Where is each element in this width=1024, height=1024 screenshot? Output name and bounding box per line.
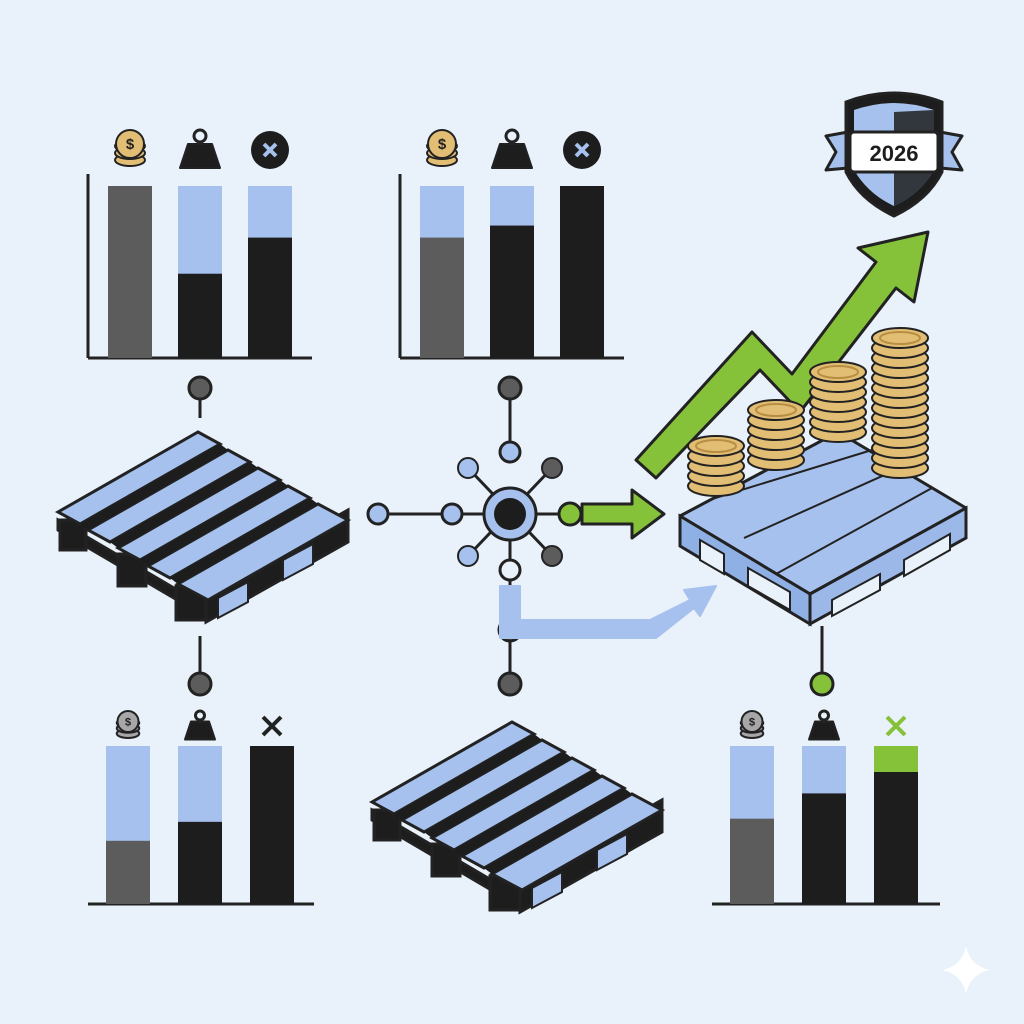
node (809, 671, 835, 697)
blue-arrow (499, 585, 717, 639)
bar-fill (178, 273, 222, 358)
coins-icon: $ (739, 710, 765, 739)
bar-fill (420, 237, 464, 358)
bar-fill (490, 225, 534, 358)
coins-icon: $ (114, 129, 146, 167)
coin-stack (809, 361, 867, 443)
year-badge: 2026 (824, 91, 964, 218)
svg-text:$: $ (749, 716, 756, 728)
svg-text:$: $ (126, 136, 135, 153)
node (187, 671, 213, 697)
x-icon (261, 715, 283, 737)
coin-stack (747, 399, 805, 471)
bar-fill (802, 793, 846, 904)
bar-fill (250, 746, 294, 904)
node (541, 545, 563, 567)
coin-stacks (687, 327, 929, 497)
x-icon (885, 715, 907, 737)
pallet-left (56, 430, 350, 624)
weight-icon (184, 709, 216, 741)
node (557, 501, 583, 527)
bar-fill (730, 818, 774, 904)
bar-fill (248, 237, 292, 358)
node (498, 558, 522, 582)
network-hub (187, 375, 835, 697)
node (366, 502, 390, 526)
bar-fill (108, 186, 152, 358)
bar-fill (106, 840, 150, 904)
sparkle-icon (942, 946, 990, 994)
weight-icon (491, 128, 533, 169)
x-icon (563, 131, 601, 169)
pallet-bottom (370, 720, 664, 914)
growth-arrow (634, 230, 930, 480)
bar-fill (178, 821, 222, 904)
bar-panels: $ $ $ $ (86, 128, 940, 906)
bar-panel-top-left: $ (86, 128, 312, 360)
weight-icon (179, 128, 221, 169)
node (457, 457, 479, 479)
bar-panel-bottom-left: $ (88, 709, 314, 906)
node (457, 545, 479, 567)
bar-fill (874, 772, 918, 904)
svg-text:$: $ (125, 716, 132, 728)
node (541, 457, 563, 479)
node (497, 375, 523, 401)
x-icon (251, 131, 289, 169)
node (497, 671, 523, 697)
node (440, 502, 464, 526)
coin-stack (687, 435, 745, 497)
coins-icon: $ (115, 710, 141, 739)
node (187, 375, 213, 401)
bar-fill (560, 186, 604, 358)
badge-year: 2026 (870, 141, 919, 166)
bar-panel-bottom-right: $ (712, 709, 940, 906)
bar-panel-top-middle: $ (398, 128, 624, 360)
coins-icon: $ (426, 129, 458, 167)
node (498, 440, 522, 464)
coin-stack (871, 327, 929, 479)
svg-text:$: $ (438, 136, 447, 153)
green-arrow (580, 488, 666, 540)
weight-icon (808, 709, 840, 741)
hub-core (494, 498, 526, 530)
